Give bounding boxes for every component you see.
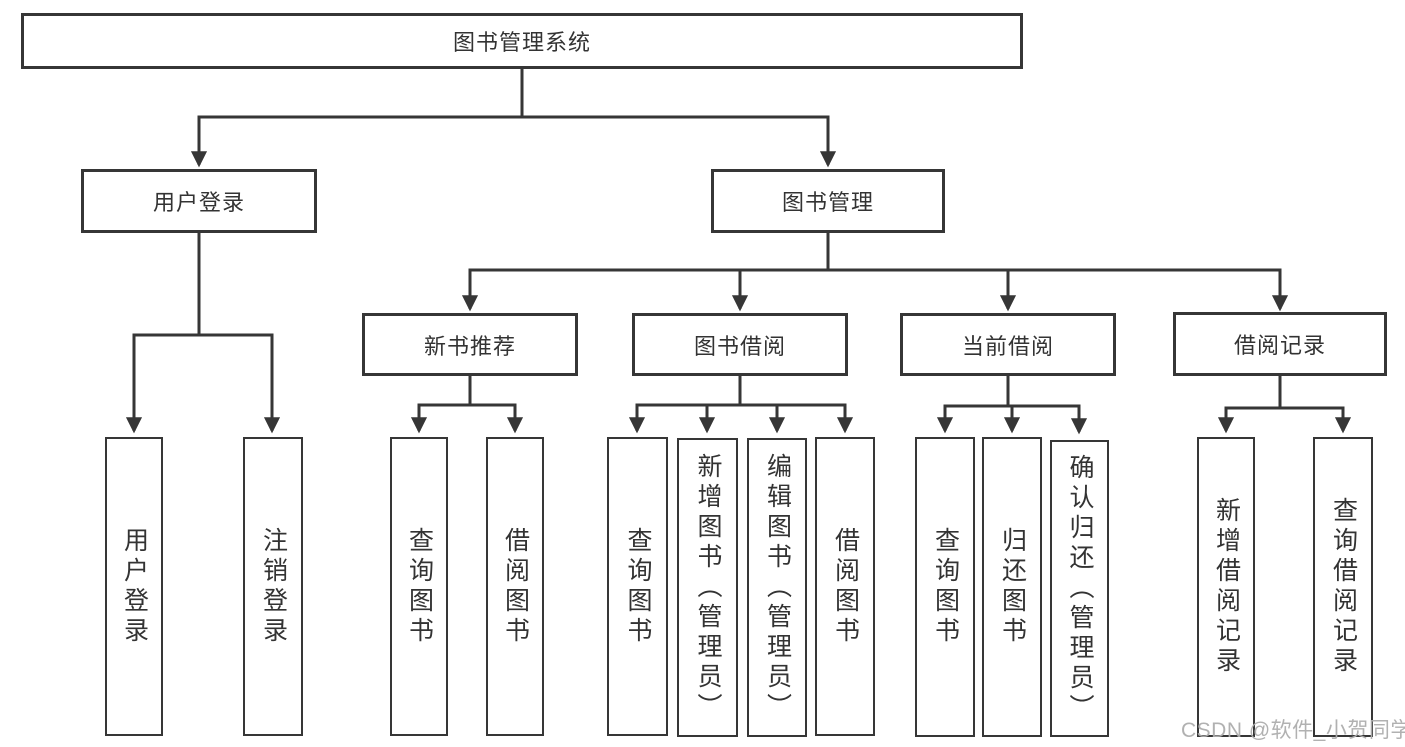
- connector-borrow-records-to-leaves: [1217, 374, 1352, 434]
- node-library-system: 图书管理系统: [21, 13, 1023, 69]
- leaf-bb-edit-books-admin: 编辑图书（管理员）: [747, 438, 807, 737]
- leaf-bb-query-books: 查询图书: [607, 437, 668, 736]
- node-user-login: 用户登录: [81, 169, 317, 233]
- leaf-bb-add-books-admin: 新增图书（管理员）: [677, 438, 738, 737]
- leaf-cb-return-books: 归还图书: [982, 437, 1042, 737]
- connector-new-book-to-leaves: [410, 374, 524, 434]
- leaf-br-add-borrow-record: 新增借阅记录: [1197, 437, 1255, 737]
- leaf-logout: 注销登录: [243, 437, 303, 736]
- watermark: CSDN @软件_小贺同学: [1181, 719, 1405, 742]
- connector-current-borrow-to-leaves: [936, 374, 1088, 435]
- node-new-book-recommendation: 新书推荐: [362, 313, 578, 376]
- node-current-borrowing: 当前借阅: [900, 313, 1116, 376]
- leaf-br-query-borrow-record: 查询借阅记录: [1313, 437, 1373, 737]
- leaf-cb-confirm-return-admin: 确认归还（管理员）: [1050, 440, 1109, 737]
- leaf-user-login: 用户登录: [105, 437, 163, 736]
- connector-root-to-level2: [190, 66, 837, 168]
- leaf-nb-query-books: 查询图书: [390, 437, 448, 736]
- connector-book-mgmt-to-level3: [461, 231, 1289, 312]
- leaf-bb-borrow-books: 借阅图书: [815, 437, 875, 736]
- node-borrowing-records: 借阅记录: [1173, 312, 1387, 376]
- node-book-borrowing: 图书借阅: [632, 313, 848, 376]
- connector-book-borrow-to-leaves: [628, 374, 854, 434]
- leaf-nb-borrow-books: 借阅图书: [486, 437, 544, 736]
- connector-user-login-to-leaves: [125, 231, 281, 434]
- leaf-cb-query-books: 查询图书: [915, 437, 975, 737]
- node-book-management: 图书管理: [711, 169, 945, 233]
